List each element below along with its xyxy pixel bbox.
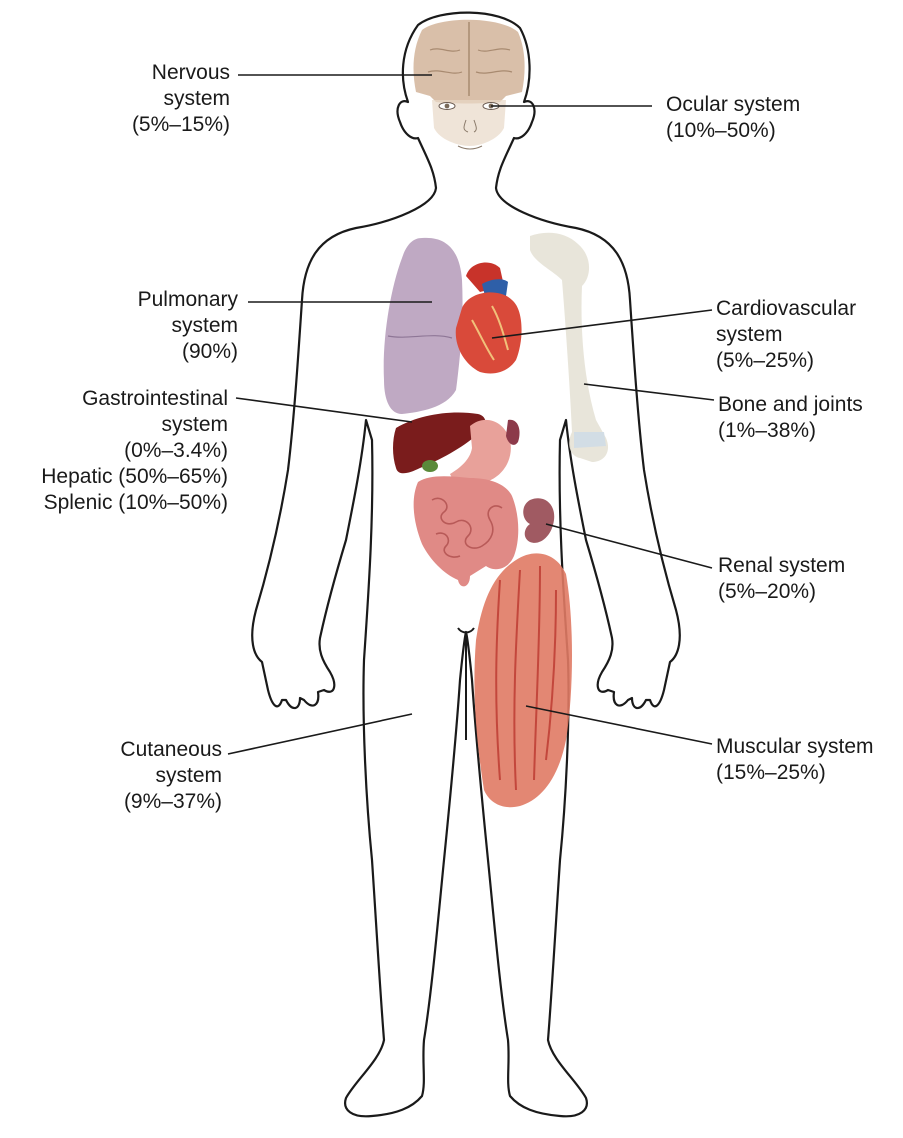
gastro-line4: Hepatic (50%–65%) — [4, 464, 228, 490]
cutaneous-system-label: Cutaneous system (9%–37%) — [90, 737, 222, 815]
bone-line2: (1%–38%) — [718, 418, 863, 444]
pulmonary-line2: system — [90, 313, 238, 339]
gastro-line5: Splenic (10%–50%) — [4, 490, 228, 516]
cutaneous-line2: system — [90, 763, 222, 789]
bone-joints-label: Bone and joints (1%–38%) — [718, 392, 863, 444]
cutaneous-line3: (9%–37%) — [90, 789, 222, 815]
muscular-line2: (15%–25%) — [716, 760, 874, 786]
nervous-line1: Nervous — [98, 60, 230, 86]
muscular-system-label: Muscular system (15%–25%) — [716, 734, 874, 786]
renal-line1: Renal system — [718, 553, 845, 579]
gastro-line1: Gastrointestinal — [4, 386, 228, 412]
pulmonary-line3: (90%) — [90, 339, 238, 365]
joint-knee — [574, 432, 606, 448]
renal-system-label: Renal system (5%–20%) — [718, 553, 845, 605]
cutaneous-line1: Cutaneous — [90, 737, 222, 763]
ocular-system-label: Ocular system (10%–50%) — [666, 92, 800, 144]
pulmonary-line1: Pulmonary — [90, 287, 238, 313]
renal-line2: (5%–20%) — [718, 579, 845, 605]
gall-bladder — [422, 460, 438, 472]
cardiovascular-line1: Cardiovascular — [716, 296, 856, 322]
nervous-line2: system — [98, 86, 230, 112]
cardiovascular-line3: (5%–25%) — [716, 348, 856, 374]
pulmonary-system-label: Pulmonary system (90%) — [90, 287, 238, 365]
gastro-line2: system — [4, 412, 228, 438]
cardiovascular-line2: system — [716, 322, 856, 348]
gastro-line3: (0%–3.4%) — [4, 438, 228, 464]
muscular-line1: Muscular system — [716, 734, 874, 760]
gastrointestinal-system-label: Gastrointestinal system (0%–3.4%) Hepati… — [4, 386, 228, 516]
nervous-line3: (5%–15%) — [98, 112, 230, 138]
bone-line1: Bone and joints — [718, 392, 863, 418]
left-iris — [445, 104, 450, 109]
ocular-line1: Ocular system — [666, 92, 800, 118]
nervous-system-label: Nervous system (5%–15%) — [98, 60, 230, 138]
cardiovascular-system-label: Cardiovascular system (5%–25%) — [716, 296, 856, 374]
ocular-line2: (10%–50%) — [666, 118, 800, 144]
